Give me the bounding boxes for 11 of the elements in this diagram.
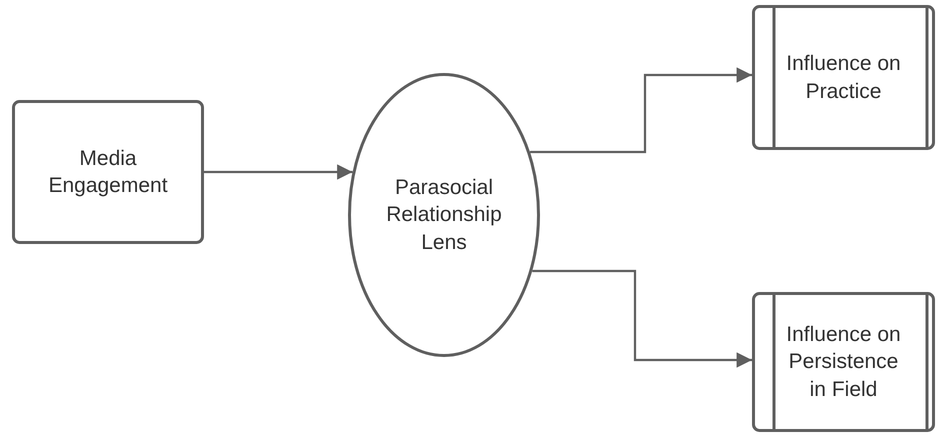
subprocess-box bbox=[752, 292, 935, 432]
node-label: Influence on Persistence in Field bbox=[785, 322, 902, 403]
ellipse-node bbox=[348, 73, 540, 357]
arrow bbox=[532, 270, 752, 368]
process-box bbox=[12, 100, 204, 244]
node-label: Influence on Practice bbox=[785, 51, 902, 104]
arrow bbox=[204, 164, 352, 180]
subprocess-box bbox=[752, 5, 935, 150]
node-label: Parasocial Relationship Lens bbox=[385, 175, 503, 256]
arrow bbox=[530, 67, 752, 154]
node-label: Media Engagement bbox=[47, 146, 169, 199]
